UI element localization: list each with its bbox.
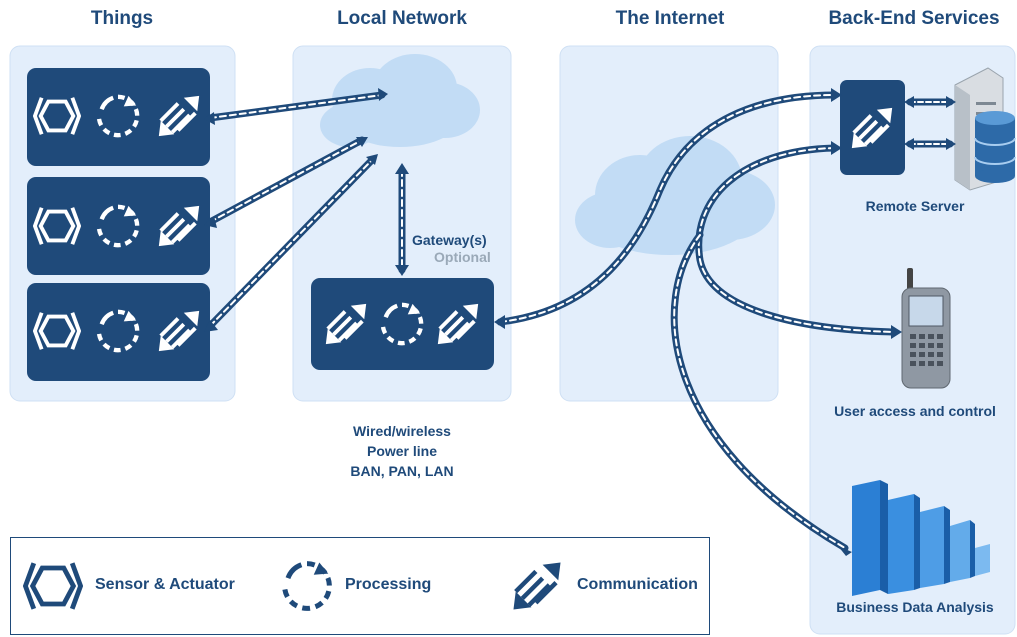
legend-processing-label: Processing [345, 576, 432, 593]
thing-device-2 [27, 177, 210, 275]
connection-device1-cloud [206, 91, 386, 122]
database-icon [974, 111, 1016, 183]
column-title-backend: Back-End Services [828, 8, 1000, 29]
network-type-2: Power line [366, 443, 438, 459]
column-title-internet: The Internet [615, 8, 725, 29]
connection-remote-server-phone [695, 144, 899, 336]
gateway-box [311, 278, 494, 370]
connection-device3-cloud [206, 156, 376, 330]
bar-chart-icon [852, 480, 990, 596]
connection-gateway-remote-server [496, 91, 839, 326]
legend-communication-icon [509, 558, 565, 614]
gateway-label: Gateway(s) [412, 232, 487, 248]
phone-icon [901, 268, 951, 389]
legend-communication-label: Communication [577, 576, 698, 593]
legend: Sensor & Actuator Processing Communicati… [10, 537, 710, 635]
legend-sensor-icon [23, 556, 83, 616]
network-type-1: Wired/wireless [353, 423, 451, 439]
gateway-optional-label: Optional [434, 249, 491, 265]
remote-server-comm-box [840, 80, 905, 175]
column-title-things: Things [90, 8, 154, 29]
network-type-3: BAN, PAN, LAN [350, 463, 454, 479]
user-access-label: User access and control [834, 403, 996, 419]
business-data-label: Business Data Analysis [836, 599, 994, 615]
thing-device-1 [27, 68, 210, 166]
connection-device2-cloud [206, 136, 366, 226]
column-title-local-network: Local Network [337, 8, 467, 29]
connection-cloud-business-data [670, 231, 849, 552]
remote-server-label: Remote Server [865, 198, 965, 214]
legend-sensor-label: Sensor & Actuator [95, 576, 235, 593]
legend-processing-icon [279, 558, 335, 614]
thing-device-3 [27, 283, 210, 381]
